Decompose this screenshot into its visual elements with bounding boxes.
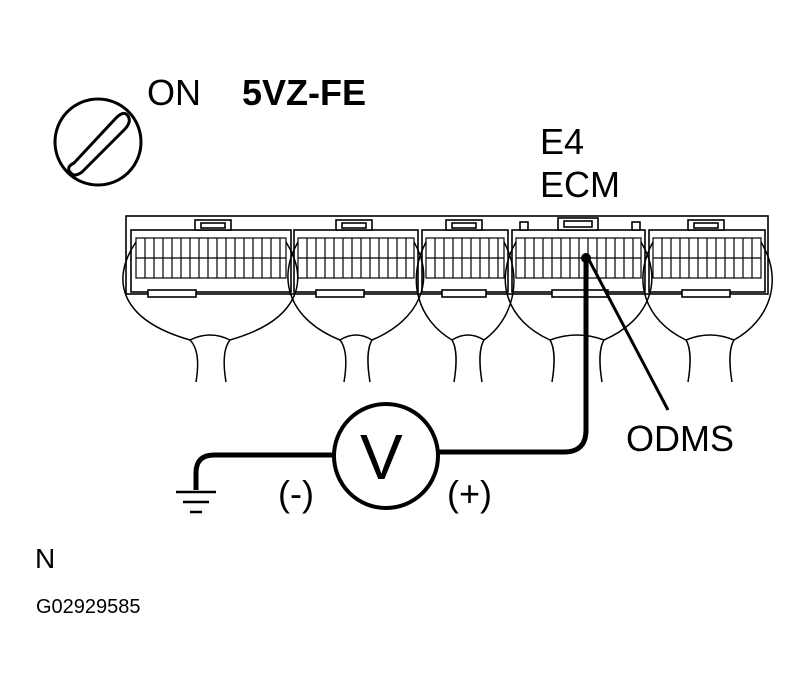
test-leads	[193, 258, 589, 490]
ground-symbol-icon	[176, 490, 216, 514]
positive-lead	[438, 258, 589, 455]
negative-lead	[193, 452, 334, 490]
engine-model-label: 5VZ-FE	[242, 72, 367, 113]
odms-leader-line	[586, 257, 670, 411]
voltmeter-symbol: V	[360, 421, 403, 493]
connector-name-label: E4	[540, 121, 585, 162]
odms-label: ODMS	[626, 418, 734, 459]
ignition-switch-icon	[53, 97, 143, 187]
voltmeter-icon	[332, 402, 440, 510]
ignition-on-label: ON	[147, 72, 201, 113]
figure-id: G02929585	[36, 596, 141, 618]
wire-harnesses	[122, 241, 773, 383]
positive-terminal-label: (+)	[447, 473, 492, 514]
ecm-label: ECM	[540, 164, 620, 205]
connector-locks	[147, 217, 731, 298]
negative-terminal-label: (-)	[278, 473, 314, 514]
corner-letter: N	[35, 543, 56, 574]
connector-pin-grids	[135, 237, 762, 279]
